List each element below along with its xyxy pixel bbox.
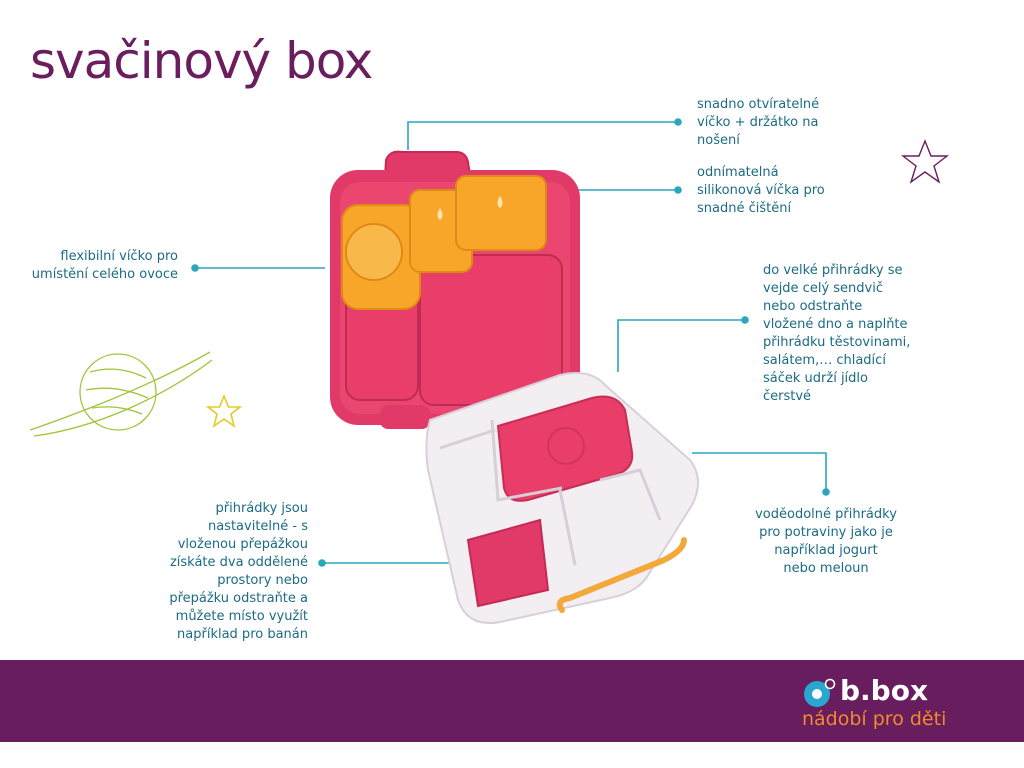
callout-line: prostory nebo: [217, 573, 308, 588]
callout-watertight: voděodolné přihrádky pro potraviny jako …: [750, 506, 902, 578]
callout-line: silikonová víčka pro: [697, 183, 825, 198]
callout-line: přihrádky jsou: [215, 501, 308, 516]
callout-line: například jogurt: [774, 543, 878, 558]
brand-name: b.box: [840, 674, 929, 707]
callout-line: například pro banán: [177, 627, 308, 642]
callout-line: vejde celý sendvič: [763, 281, 883, 296]
callout-line: snadné čištění: [697, 201, 792, 216]
callout-line: přihrádku těstovinami,: [763, 335, 911, 350]
planet-doodle-icon: [29, 351, 213, 437]
callout-line: přepážku odstraňte a: [169, 591, 308, 606]
callout-line: pro potraviny jako je: [759, 525, 893, 540]
callout-line: salátem,… chladící: [763, 353, 886, 368]
callout-line: můžete místo využít: [175, 609, 308, 624]
callout-big-compartment: do velké přihrádky se vejde celý sendvič…: [763, 262, 910, 406]
callout-line: víčko + držátko na: [697, 115, 819, 130]
product-illustration: [29, 118, 950, 624]
callout-lid: snadno otvíratelné víčko + držátko na no…: [697, 96, 819, 150]
callout-line: získáte dva oddělené: [169, 555, 308, 570]
callout-line: sáček udrží jídlo: [763, 371, 868, 386]
callout-line: do velké přihrádky se: [763, 263, 903, 278]
callout-line: vloženou přepážkou: [177, 537, 308, 552]
brand-tagline: nádobí pro děti: [802, 708, 947, 730]
bbox-logo-icon: [804, 678, 836, 707]
callout-line: umístění celého ovoce: [31, 267, 178, 282]
callout-line: snadno otvíratelné: [697, 97, 820, 112]
callout-line: nebo odstraňte: [763, 299, 863, 314]
callout-line: nošení: [697, 133, 740, 148]
footer-bar: [0, 660, 1024, 742]
callout-line: flexibilní víčko pro: [60, 249, 178, 264]
callout-line: nastavitelné - s: [207, 519, 308, 534]
callout-line: čerstvé: [763, 389, 812, 404]
star-outline-icon: [900, 139, 950, 184]
lunchbox-lid: [330, 150, 580, 429]
lunchbox-base: [425, 372, 699, 624]
callout-adjustable: přihrádky jsou nastavitelné - s vloženou…: [150, 500, 308, 644]
page-title: svačinový box: [30, 32, 373, 90]
callout-line: voděodolné přihrádky: [755, 507, 897, 522]
callout-line: vložené dno a naplňte: [763, 317, 908, 332]
callout-flexible: flexibilní víčko pro umístění celého ovo…: [20, 248, 178, 284]
callout-silicone: odnímatelná silikonová víčka pro snadné …: [697, 164, 825, 218]
star-yellow-icon: [205, 393, 243, 428]
callout-line: odnímatelná: [697, 165, 779, 180]
callout-line: nebo meloun: [783, 561, 869, 576]
leader-lines: [191, 118, 830, 567]
brand-logo: b.box nádobí pro děti: [800, 672, 1000, 732]
